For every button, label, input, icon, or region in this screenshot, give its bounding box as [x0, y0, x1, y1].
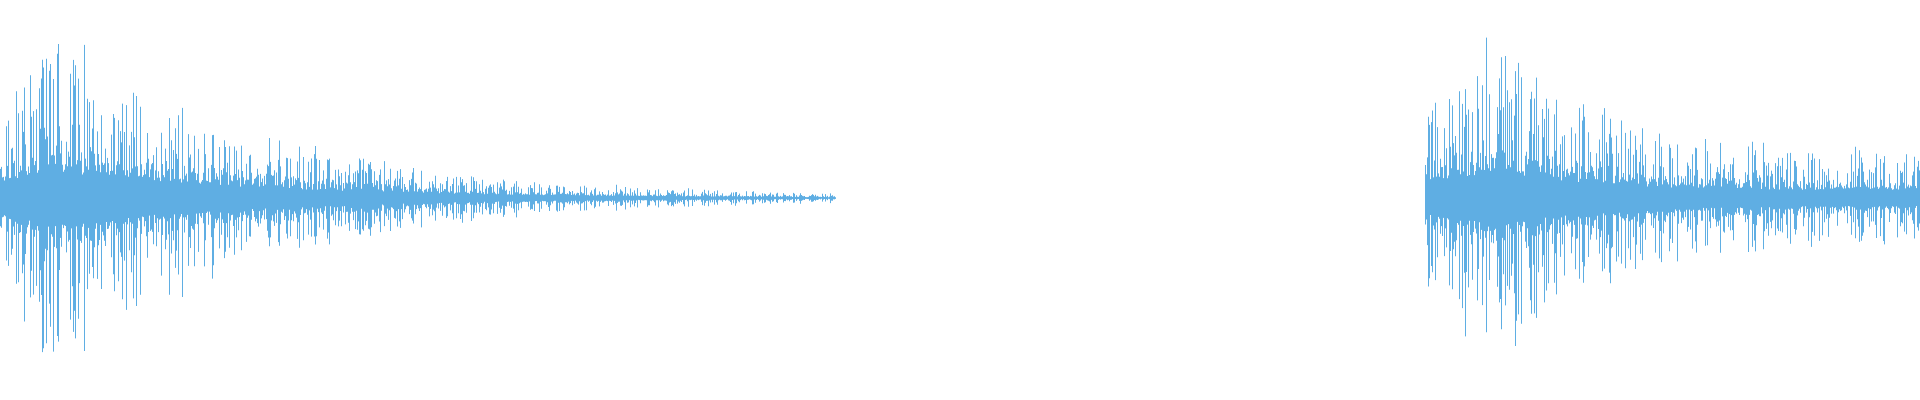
waveform-peaks-clip-2 — [1425, 37, 1920, 346]
waveform-clip-1[interactable] — [0, 44, 836, 353]
waveform-clip-2[interactable] — [1425, 37, 1920, 346]
